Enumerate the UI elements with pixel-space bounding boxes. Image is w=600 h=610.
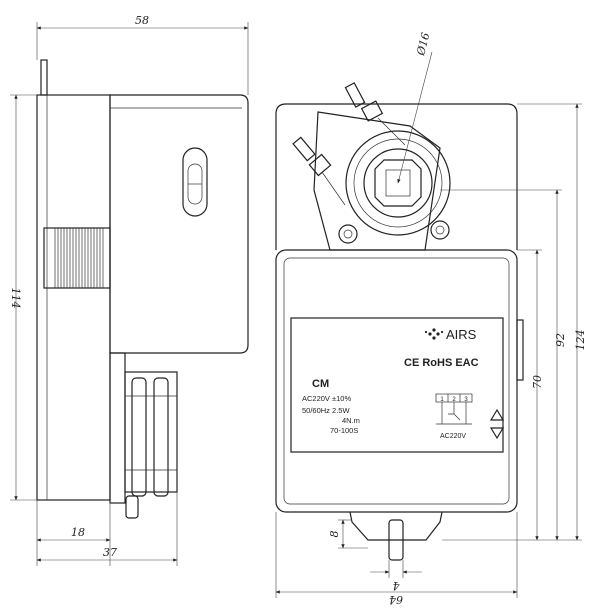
- front-bolt-right: [344, 82, 406, 146]
- dim-side-height: 114: [9, 288, 22, 309]
- front-side-connector: [516, 319, 524, 381]
- side-front-housing: [109, 94, 249, 354]
- front-screw-right: [430, 220, 450, 240]
- direction-down-icon: [489, 427, 505, 440]
- front-screw-left: [338, 224, 358, 244]
- dim-tab-width: 4: [393, 579, 401, 592]
- rating-label-frame: [290, 317, 504, 453]
- dim-tab-height: 8: [328, 531, 341, 538]
- dim-base-depth: 18: [71, 526, 85, 539]
- front-shaft-coupling: [345, 130, 451, 236]
- side-top-pin: [40, 59, 48, 96]
- spec-torque: 4N.m: [342, 416, 360, 425]
- brand-name: AIRS: [446, 327, 477, 342]
- terminal-2: 2: [452, 397, 456, 403]
- front-bolt-left: [292, 136, 346, 206]
- certification-marks: CE RoHS EAC: [404, 357, 479, 369]
- model-name: CM: [312, 378, 329, 390]
- dim-front-mid-height: 92: [554, 333, 567, 347]
- front-bottom-tab: [349, 511, 443, 541]
- front-view-dimensions: Ø16 124 92 70 8 4 64: [275, 31, 587, 606]
- spec-run-time: 70-100S: [330, 426, 358, 435]
- terminal-3: 3: [464, 397, 468, 403]
- terminal-1: 1: [440, 397, 444, 403]
- dim-front-width: 64: [389, 593, 403, 606]
- direction-up-icon: [489, 408, 505, 421]
- spec-voltage: AC220V ±10%: [302, 394, 351, 403]
- side-back-body: [36, 94, 111, 501]
- dim-front-lower-height: 70: [531, 375, 544, 389]
- side-view: [36, 59, 249, 519]
- rating-label: AIRS CE RoHS EAC CM AC220V ±10% 50/60Hz …: [290, 317, 504, 453]
- wiring-voltage: AC220V: [440, 433, 466, 440]
- side-slot: [182, 147, 208, 217]
- front-upper-body: [275, 103, 518, 250]
- front-main-housing: [275, 249, 518, 513]
- spec-frequency-power: 50/60Hz 2.5W: [302, 406, 350, 415]
- side-knurl-clamp: [43, 227, 111, 289]
- dim-shaft-diameter: Ø16: [414, 31, 432, 57]
- side-lower-mechanism: [109, 352, 178, 519]
- front-view: AIRS CE RoHS EAC CM AC220V ±10% 50/60Hz …: [275, 82, 524, 561]
- dim-lower-depth: 37: [103, 546, 117, 559]
- dim-overall-depth: 58: [135, 14, 149, 27]
- brand-logo-icon: [424, 328, 444, 340]
- side-view-dimensions: 58 114 18 37: [9, 14, 249, 566]
- dim-front-total-height: 124: [574, 330, 587, 351]
- wiring-diagram: 1 2 3 AC220V: [435, 393, 473, 440]
